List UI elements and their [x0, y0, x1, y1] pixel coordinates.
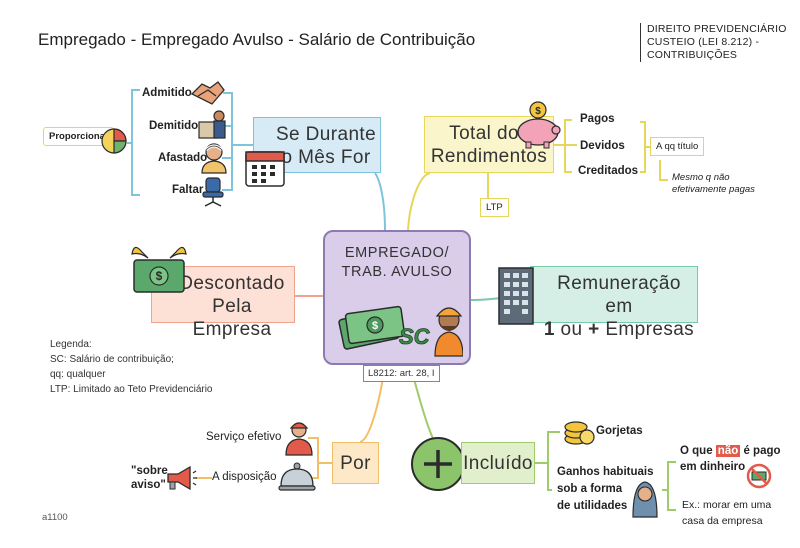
label-line: casa da empresa [682, 515, 763, 527]
ltp-box: LTP [480, 198, 509, 217]
qq-titulo-label: A qq título [656, 141, 699, 152]
node-incluido-label: Incluído [463, 453, 533, 474]
item-servico-efetivo: Serviço efetivo [206, 431, 282, 443]
node-por: Por [332, 442, 379, 484]
page-title: Empregado - Empregado Avulso - Salário d… [38, 30, 476, 49]
megaphone-icon [167, 465, 197, 491]
item-faltar: Faltar [172, 184, 204, 196]
label-number: 1 [543, 319, 555, 340]
label-line: em dinheiro [680, 461, 746, 473]
label-line: 1 ou + Empresas [541, 318, 697, 341]
central-title: EMPREGADO/ TRAB. AVULSO [325, 244, 469, 282]
worker-icon [434, 307, 463, 357]
label-line: de utilidades [557, 500, 628, 512]
node-descontado-label: Descontado Pela Empresa [170, 272, 294, 341]
label-line: sob a forma [557, 483, 623, 495]
central-title-line: TRAB. AVULSO [341, 264, 453, 280]
node-se-durante-label: Se Durante o Mês For [272, 123, 380, 169]
label-line: Pela Empresa [192, 296, 272, 340]
node-remuneracao-label: Remuneração em 1 ou + Empresas [541, 272, 697, 341]
coins-icon [564, 421, 595, 445]
node-descontado: Descontado Pela Empresa [151, 266, 295, 340]
money-bills-icon: $ [338, 305, 406, 350]
tag-line: CONTRIBUIÇÕES [647, 49, 738, 61]
waiter-icon [285, 422, 313, 456]
label-word: é pago [743, 445, 781, 457]
node-remuneracao: Remuneração em 1 ou + Empresas [530, 266, 698, 340]
ltp-label: LTP [486, 202, 503, 213]
no-money-icon [746, 463, 772, 489]
calendar-icon [245, 151, 285, 187]
label-line: Ganhos habituais [557, 466, 654, 478]
qq-titulo-box: A qq título [650, 137, 705, 156]
legend-line: LTP: Limitado ao Teto Previdenciário [50, 384, 213, 395]
label-plus: + [588, 319, 600, 340]
label-line: aviso" [131, 479, 166, 491]
sobre-aviso-label: "sobre aviso" [131, 464, 168, 492]
office-chair-icon [202, 177, 224, 207]
subject-tag: DIREITO PREVIDENCIÁRIO CUSTEIO (LEI 8.21… [640, 23, 787, 62]
label-word: Empresas [605, 319, 695, 340]
svg-text:$: $ [535, 106, 541, 117]
proporcional-label: Proporcional [49, 131, 108, 142]
svg-text:$: $ [156, 269, 163, 283]
item-admitido: Admitido [142, 87, 192, 99]
label-line: Ex.: morar em uma [682, 499, 772, 511]
sc-mark: SC [399, 324, 431, 349]
label-word: ou [560, 319, 583, 340]
plus-circle-icon [411, 437, 465, 491]
item-a-disposicao: A disposição [212, 471, 277, 483]
label-line: Rendimentos [430, 146, 548, 167]
flying-money-icon: $ [131, 246, 187, 293]
item-demitido: Demitido [149, 120, 199, 132]
item-creditados: Creditados [578, 165, 639, 177]
serving-cloche-icon [278, 462, 316, 491]
label-line: O que não é pago [680, 443, 781, 459]
legend-line: qq: qualquer [50, 369, 106, 380]
nao-pago-dinheiro: O que não é pago em dinheiro [680, 443, 781, 475]
tag-line: CUSTEIO (LEI 8.212) - [647, 36, 760, 48]
legend-line: SC: Salário de contribuição; [50, 354, 174, 365]
item-pagos: Pagos [580, 113, 615, 125]
node-total-label: Total dos Rendimentos [425, 122, 553, 168]
note-line: Mesmo q não [672, 172, 730, 183]
nao-highlight: não [715, 445, 741, 457]
label-line: Remuneração em [557, 273, 681, 317]
item-afastado: Afastado [158, 152, 208, 164]
law-reference: L8212: art. 28, I [363, 365, 440, 382]
item-devidos: Devidos [580, 140, 625, 152]
money-worker-illustration: $ SC [338, 305, 463, 357]
node-incluido: Incluído [461, 442, 535, 484]
label-line: "sobre [131, 465, 168, 477]
building-icon [498, 267, 534, 325]
label-line: Se Durante [275, 124, 377, 145]
injured-worker-icon [201, 143, 227, 174]
leaving-worker-icon [198, 110, 226, 139]
label-line: o Mês For [281, 147, 371, 168]
central-node: EMPREGADO/ TRAB. AVULSO $ SC [323, 230, 471, 365]
node-por-label: Por [340, 453, 371, 474]
piggy-bank-icon: $ [517, 101, 561, 149]
label-line: Descontado [179, 273, 285, 294]
note-line: efetivamente pagas [672, 184, 755, 195]
note-nao-pagas: Mesmo q não efetivamente pagas [672, 172, 755, 196]
label-line: Total dos [449, 123, 529, 144]
central-title-line: EMPREGADO/ [344, 245, 450, 261]
proporcional-box: Proporcional [43, 127, 114, 146]
tag-line: DIREITO PREVIDENCIÁRIO [647, 23, 787, 35]
svg-text:$: $ [372, 320, 378, 332]
item-ganhos-habituais: Ganhos habituais sob a forma de utilidad… [557, 464, 654, 515]
person-hijab-icon [632, 481, 658, 518]
pie-chart-icon [101, 128, 127, 154]
exemplo-casa: Ex.: morar em uma casa da empresa [682, 497, 771, 529]
legend-line: Legenda: [50, 339, 92, 350]
item-gorjetas: Gorjetas [596, 425, 643, 437]
legend: Legenda: SC: Salário de contribuição; qq… [50, 337, 213, 397]
label-word: O que [680, 445, 713, 457]
footer-code: a1100 [42, 512, 68, 523]
handshake-icon [190, 81, 225, 105]
